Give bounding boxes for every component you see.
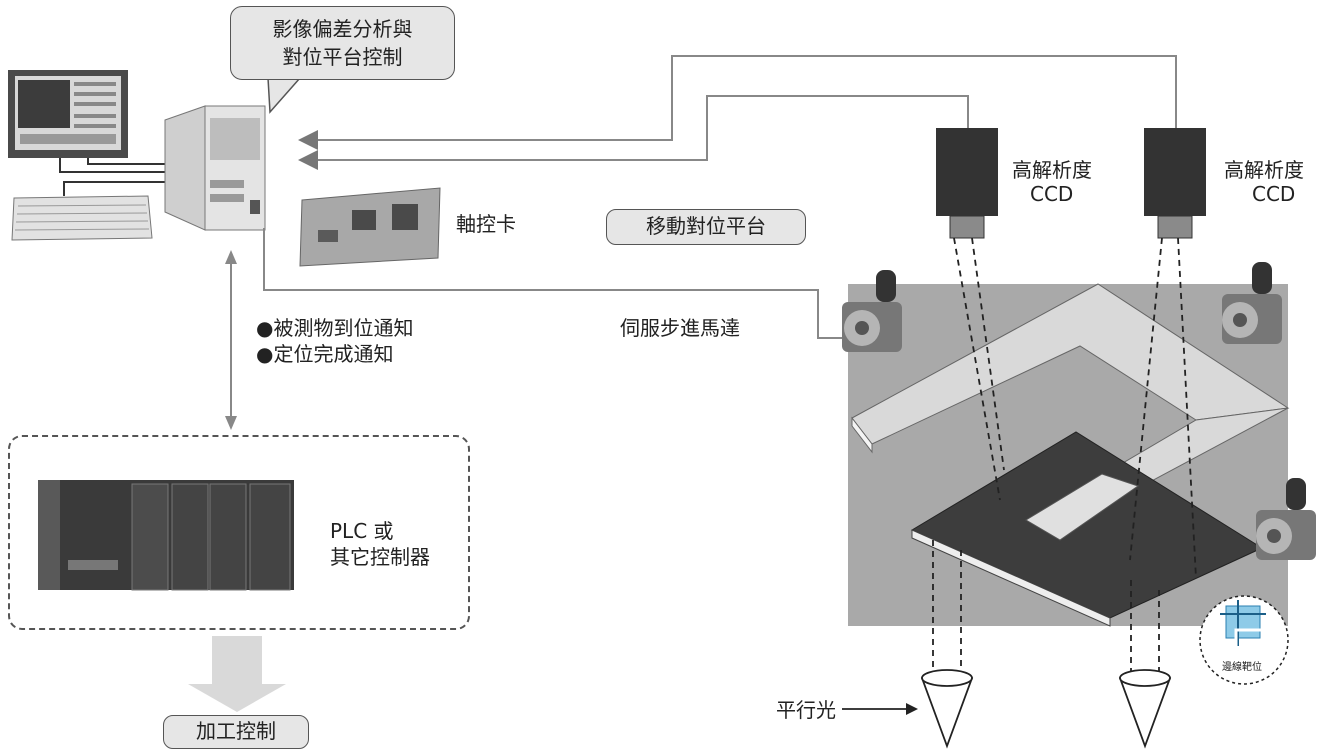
keyboard-icon [11,195,153,241]
plc-label-line-1: PLC 或 [330,519,394,543]
servo-motor-icon [1222,262,1282,344]
ccd-camera-icon [936,128,998,239]
parallel-light-lines [932,540,1160,672]
down-arrow [188,636,286,712]
pc-tower-icon [164,105,266,231]
servo-motor-icon [1256,478,1316,560]
plate-tab [1025,473,1140,541]
analysis-callout: 影像偏差分析與 對位平台控制 [230,6,455,80]
servo-motor-icon [842,270,902,352]
notification-item-2: ●定位完成通知 [256,342,394,366]
plc-label-line-2: 其它控制器 [330,545,430,569]
ccd-right-label-line-2: CCD [1252,182,1296,206]
peripheral-cables [59,158,168,196]
edge-target-inset [1199,595,1289,685]
bidirectional-arrow [225,250,237,430]
notification-item-1: ●被測物到位通知 [256,316,414,340]
ccd-left-label-line-1: 高解析度 [1012,158,1092,182]
parallel-light-label: 平行光 [776,698,836,722]
motion-card-icon [299,187,441,267]
motor-control-line [263,228,842,339]
ccd-feedback-lines [298,55,1177,170]
motor-label: 伺服步進馬達 [620,316,740,340]
ccd-left-label-line-2: CCD [1030,182,1074,206]
light-source-icon [1118,669,1172,749]
plc-hardware-icon [38,480,294,591]
callout-line-1: 影像偏差分析與 [272,17,413,41]
platform-label: 移動對位平台 [606,209,806,245]
ccd-camera-icon [1144,128,1206,239]
edge-target-label: 邊線靶位 [1222,662,1262,673]
light-source-icon [920,669,974,749]
callout-tail [267,77,302,114]
plc-group-box [8,435,470,630]
camera-sight-lines [953,237,1197,579]
ccd-right-label-line-1: 高解析度 [1224,158,1304,182]
monitor-icon [8,70,128,158]
motion-card-label: 軸控卡 [456,212,516,236]
process-control-label: 加工控制 [163,715,309,749]
callout-line-2: 對位平台控制 [282,45,403,69]
